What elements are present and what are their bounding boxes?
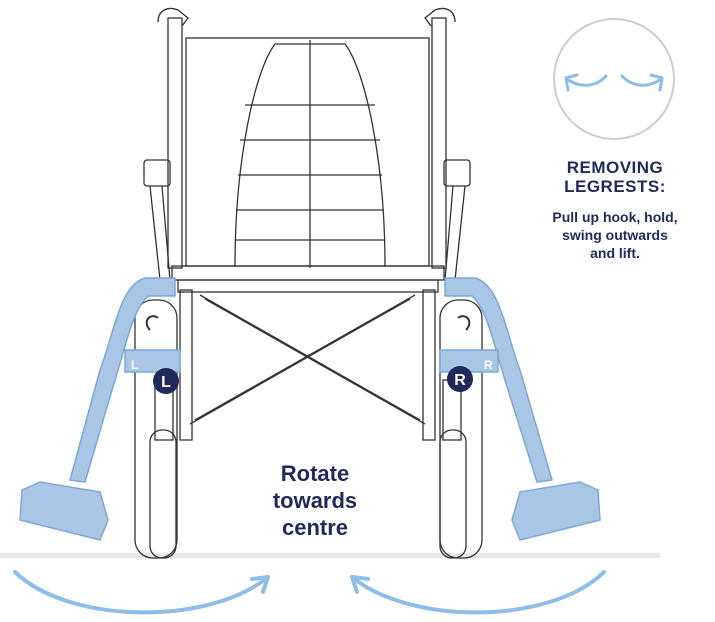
removing-legrests-instructions: Pull up hook, hold, swing outwards and l… <box>520 208 710 262</box>
instruction-line-3: and lift. <box>590 245 640 261</box>
instruction-line-2: swing outwards <box>562 227 668 243</box>
floor-line <box>0 553 660 558</box>
hook-right-icon <box>457 315 471 331</box>
removing-legrests-title: REMOVING LEGRESTS: <box>540 158 690 196</box>
rotate-line-3: centre <box>281 515 349 540</box>
right-badge-circle <box>447 366 473 392</box>
swing-outwards-arrows-icon <box>564 73 664 92</box>
right-badge-text: R <box>454 372 466 389</box>
left-side-label: L <box>131 358 138 372</box>
left-badge-text: L <box>161 374 171 391</box>
left-badge-circle <box>153 368 179 394</box>
hook-left-icon <box>145 315 159 331</box>
title-line-2: LEGRESTS: <box>564 177 666 196</box>
rotate-arrows-icon <box>13 570 606 615</box>
right-side-label: R <box>484 358 493 372</box>
title-line-1: REMOVING <box>566 158 664 177</box>
instruction-line-1: Pull up hook, hold, <box>552 209 678 225</box>
legrest-right <box>439 277 601 541</box>
legrest-left <box>19 277 181 541</box>
rotate-towards-centre-label: Rotate towards centre <box>230 460 400 541</box>
rotate-line-1: Rotate <box>280 461 350 486</box>
wheelchair-frame <box>134 7 483 559</box>
rotate-line-2: towards <box>272 488 358 513</box>
swing-outwards-circle <box>553 18 675 140</box>
